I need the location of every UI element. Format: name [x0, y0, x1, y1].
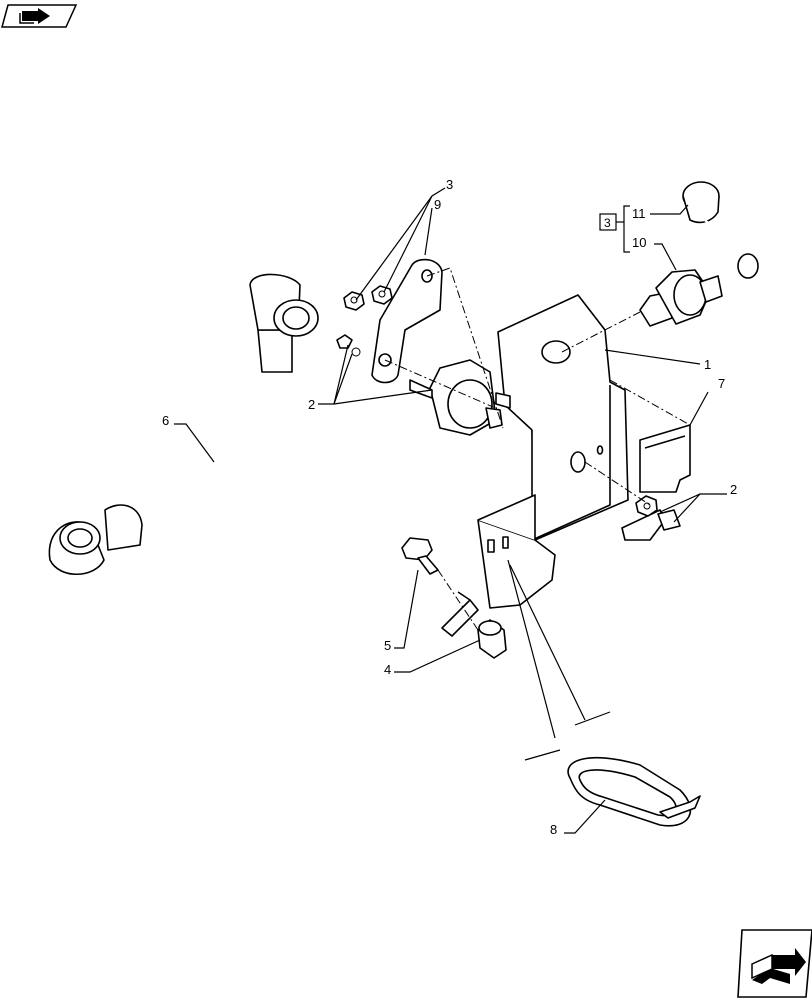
battery-cable [48, 273, 319, 575]
bolt [401, 537, 439, 575]
callout-8: 8 [550, 822, 557, 837]
leader-to-tie [507, 559, 611, 761]
link-plate [371, 258, 443, 384]
bolt-nut-right [621, 495, 681, 541]
callout-7: 7 [718, 376, 725, 391]
leader-lines [174, 187, 727, 834]
protective-plate [639, 424, 691, 493]
callout-labels: 1 7 2 2 3 9 6 5 4 8 11 10 3 [162, 177, 737, 837]
callout-4: 4 [384, 662, 391, 677]
callout-5: 5 [384, 638, 391, 653]
mounting-foot [441, 591, 479, 637]
callout-9: 9 [434, 197, 441, 212]
cable-tie [567, 756, 701, 827]
callout-10: 10 [632, 235, 646, 250]
callout-1: 1 [704, 357, 711, 372]
book-arrow-icon[interactable] [1, 4, 78, 28]
callout-11: 11 [632, 206, 646, 221]
cap-tether [682, 181, 759, 279]
alignment-lines [384, 267, 691, 631]
callout-3: 3 [446, 177, 453, 192]
battery-switch [409, 359, 511, 436]
callout-6: 6 [162, 413, 169, 428]
mounting-bracket [477, 294, 629, 609]
callout-2-right: 2 [730, 482, 737, 497]
spacer [477, 619, 507, 659]
next-page-arrow-icon[interactable] [737, 929, 812, 998]
kit-box-label: 3 [604, 216, 611, 230]
callout-2-left: 2 [308, 397, 315, 412]
switch-knob [639, 269, 723, 327]
kit-bracket [599, 205, 630, 253]
